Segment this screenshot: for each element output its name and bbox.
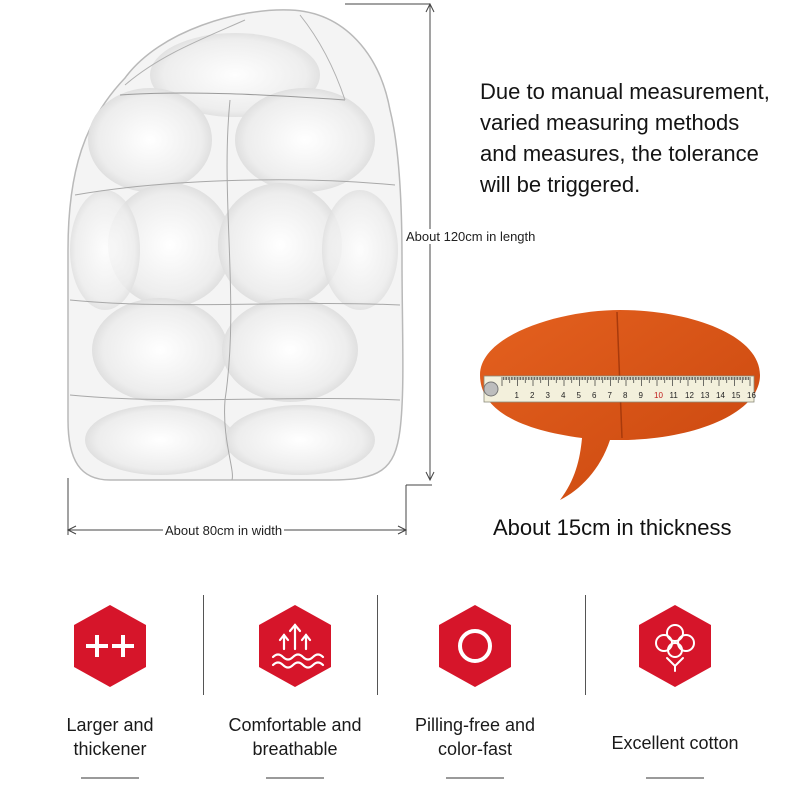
ring-icon <box>439 605 511 687</box>
tape-number: 15 <box>732 391 741 400</box>
cotton-flower-icon <box>639 605 711 687</box>
underline <box>646 777 704 779</box>
feature-label: Excellent cotton <box>611 733 739 753</box>
divider <box>377 595 378 695</box>
underline <box>266 777 324 779</box>
tape-number: 14 <box>716 391 725 400</box>
plus-plus-icon <box>74 605 146 687</box>
note-line: and measures, the tolerance <box>480 141 759 166</box>
tape-number: 6 <box>592 391 597 400</box>
tape-number: 11 <box>670 391 679 400</box>
measurement-note: Due to manual measurement, varied measur… <box>480 76 800 200</box>
underline <box>81 777 139 779</box>
feature-pilling-free: Pilling-free and color-fast <box>380 595 570 800</box>
cushion-body <box>67 9 404 481</box>
feature-larger-thicker: Larger and thickener <box>15 595 205 800</box>
tape-number: 12 <box>685 391 694 400</box>
tape-number: 9 <box>639 391 644 400</box>
note-line: Due to manual measurement, <box>480 79 770 104</box>
tape-number: 3 <box>546 391 551 400</box>
feature-comfortable-breathable: Comfortable and breathable <box>200 595 390 800</box>
tape-number: 4 <box>561 391 566 400</box>
tape-number: 16 <box>747 391 756 400</box>
feature-label: Larger and thickener <box>66 715 154 759</box>
divider <box>203 595 204 695</box>
tape-number: 2 <box>530 391 535 400</box>
tape-number: 8 <box>623 391 628 400</box>
divider <box>585 595 586 695</box>
tape-number: 5 <box>577 391 582 400</box>
note-line: will be triggered. <box>480 172 641 197</box>
tape-number: 7 <box>608 391 613 400</box>
tape-number: 1 <box>515 391 520 400</box>
feature-label: Comfortable and breathable <box>228 715 362 759</box>
note-line: varied measuring methods <box>480 110 740 135</box>
underline <box>446 777 504 779</box>
length-label: About 120cm in length <box>406 229 536 244</box>
feature-row: Larger and thickener Comfortable and bre… <box>0 595 800 800</box>
tape-number: 13 <box>701 391 710 400</box>
breathable-arrows-icon <box>259 605 331 687</box>
feature-label: Pilling-free and color-fast <box>414 715 536 759</box>
tape-number: 10 <box>654 391 663 400</box>
width-label: About 80cm in width <box>163 523 285 538</box>
thickness-label: About 15cm in thickness <box>493 515 732 540</box>
feature-excellent-cotton: Excellent cotton <box>580 595 770 800</box>
